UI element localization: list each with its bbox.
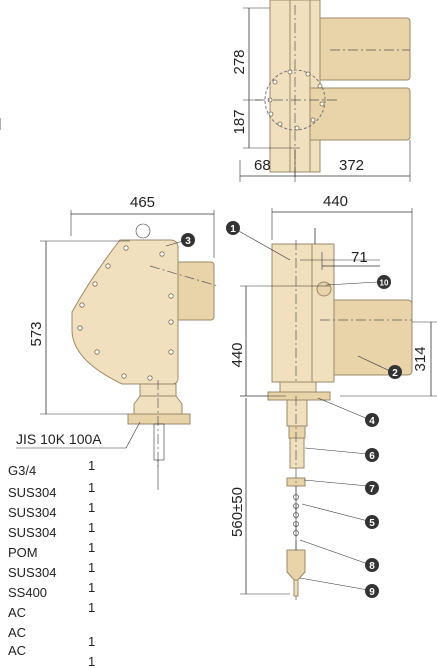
flange-label: JIS 10K 100A xyxy=(16,431,102,447)
callout-badge-4: 4 xyxy=(365,413,379,427)
parts-row: SUS304 1 xyxy=(8,560,95,580)
parts-row: AC xyxy=(8,625,26,640)
parts-qty: 1 xyxy=(88,540,95,555)
parts-row: SUS304 1 xyxy=(8,520,95,540)
parts-material: SUS304 xyxy=(8,505,56,520)
parts-material: G3/4 xyxy=(8,463,36,478)
dim-left-573: 573 xyxy=(28,321,45,346)
parts-qty: 1 xyxy=(88,520,95,535)
callout-number: 2 xyxy=(392,368,398,379)
dim-top-278: 278 xyxy=(231,49,248,74)
dim-left-465: 465 xyxy=(130,194,155,211)
parts-material: AC xyxy=(8,605,26,620)
parts-qty: 1 xyxy=(88,600,95,615)
parts-row: AC 1 xyxy=(8,634,95,658)
parts-row: AC 1 xyxy=(8,600,95,620)
callout-number: 1 xyxy=(230,224,236,235)
callout-number: 8 xyxy=(369,561,375,572)
parts-qty: 1 xyxy=(88,458,95,473)
parts-qty: 1 xyxy=(88,480,95,495)
dim-right-440-height: 440 xyxy=(229,342,246,367)
callout-number: 10 xyxy=(380,279,389,288)
callout-badge-3: 3 xyxy=(181,233,195,247)
parts-row: POM 1 xyxy=(8,540,95,560)
top-view: 278 187 68 372 xyxy=(231,0,411,182)
dim-right-560: 560±50 xyxy=(229,487,246,537)
parts-qty: 1 xyxy=(88,580,95,595)
dim-top-68: 68 xyxy=(254,157,271,174)
dim-top-187: 187 xyxy=(231,109,248,134)
parts-material: AC xyxy=(8,625,26,640)
callout-badge-8: 8 xyxy=(365,558,379,572)
parts-qty: 1 xyxy=(88,560,95,575)
parts-material: SS400 xyxy=(8,585,47,600)
callout-leaders xyxy=(165,229,391,591)
parts-material: SUS304 xyxy=(8,525,56,540)
parts-qty: 1 xyxy=(88,500,95,515)
right-view: 440 71 440 314 xyxy=(229,193,437,600)
callout-badge-5: 5 xyxy=(365,515,379,529)
callout-badge-9: 9 xyxy=(365,584,379,598)
left-view: 465 573 JIS 10K 100A xyxy=(16,194,219,490)
parts-row: SUS304 1 xyxy=(8,500,95,520)
parts-material: SUS304 xyxy=(8,485,56,500)
callout-number: 5 xyxy=(369,518,375,529)
callout-number: 4 xyxy=(369,416,375,427)
callout-number: 9 xyxy=(369,587,375,598)
callout-number: 7 xyxy=(369,484,375,495)
callout-badge-10: 10 xyxy=(377,275,391,289)
dim-right-440-width: 440 xyxy=(323,193,348,210)
parts-row: G3/4 1 xyxy=(8,458,95,478)
callout-badge-2: 2 xyxy=(388,365,402,379)
parts-row: 1 xyxy=(88,654,95,668)
parts-material: SUS304 xyxy=(8,565,56,580)
dim-right-314: 314 xyxy=(412,346,429,371)
parts-material: POM xyxy=(8,545,38,560)
callout-badge-7: 7 xyxy=(365,481,379,495)
dim-right-71: 71 xyxy=(351,249,368,266)
callout-number: 6 xyxy=(369,451,375,462)
parts-row: SS400 1 xyxy=(8,580,95,600)
parts-qty: 1 xyxy=(88,654,95,668)
callout-number: 3 xyxy=(185,236,191,247)
parts-material: AC xyxy=(8,643,26,658)
callout-badge-1: 1 xyxy=(226,221,240,235)
callout-badge-6: 6 xyxy=(365,448,379,462)
dim-top-372: 372 xyxy=(339,157,364,174)
parts-row: SUS304 1 xyxy=(8,480,95,500)
parts-list: G3/4 1 SUS304 1 SUS304 1 SUS304 1 POM 1 … xyxy=(8,458,95,668)
parts-qty: 1 xyxy=(88,634,95,649)
